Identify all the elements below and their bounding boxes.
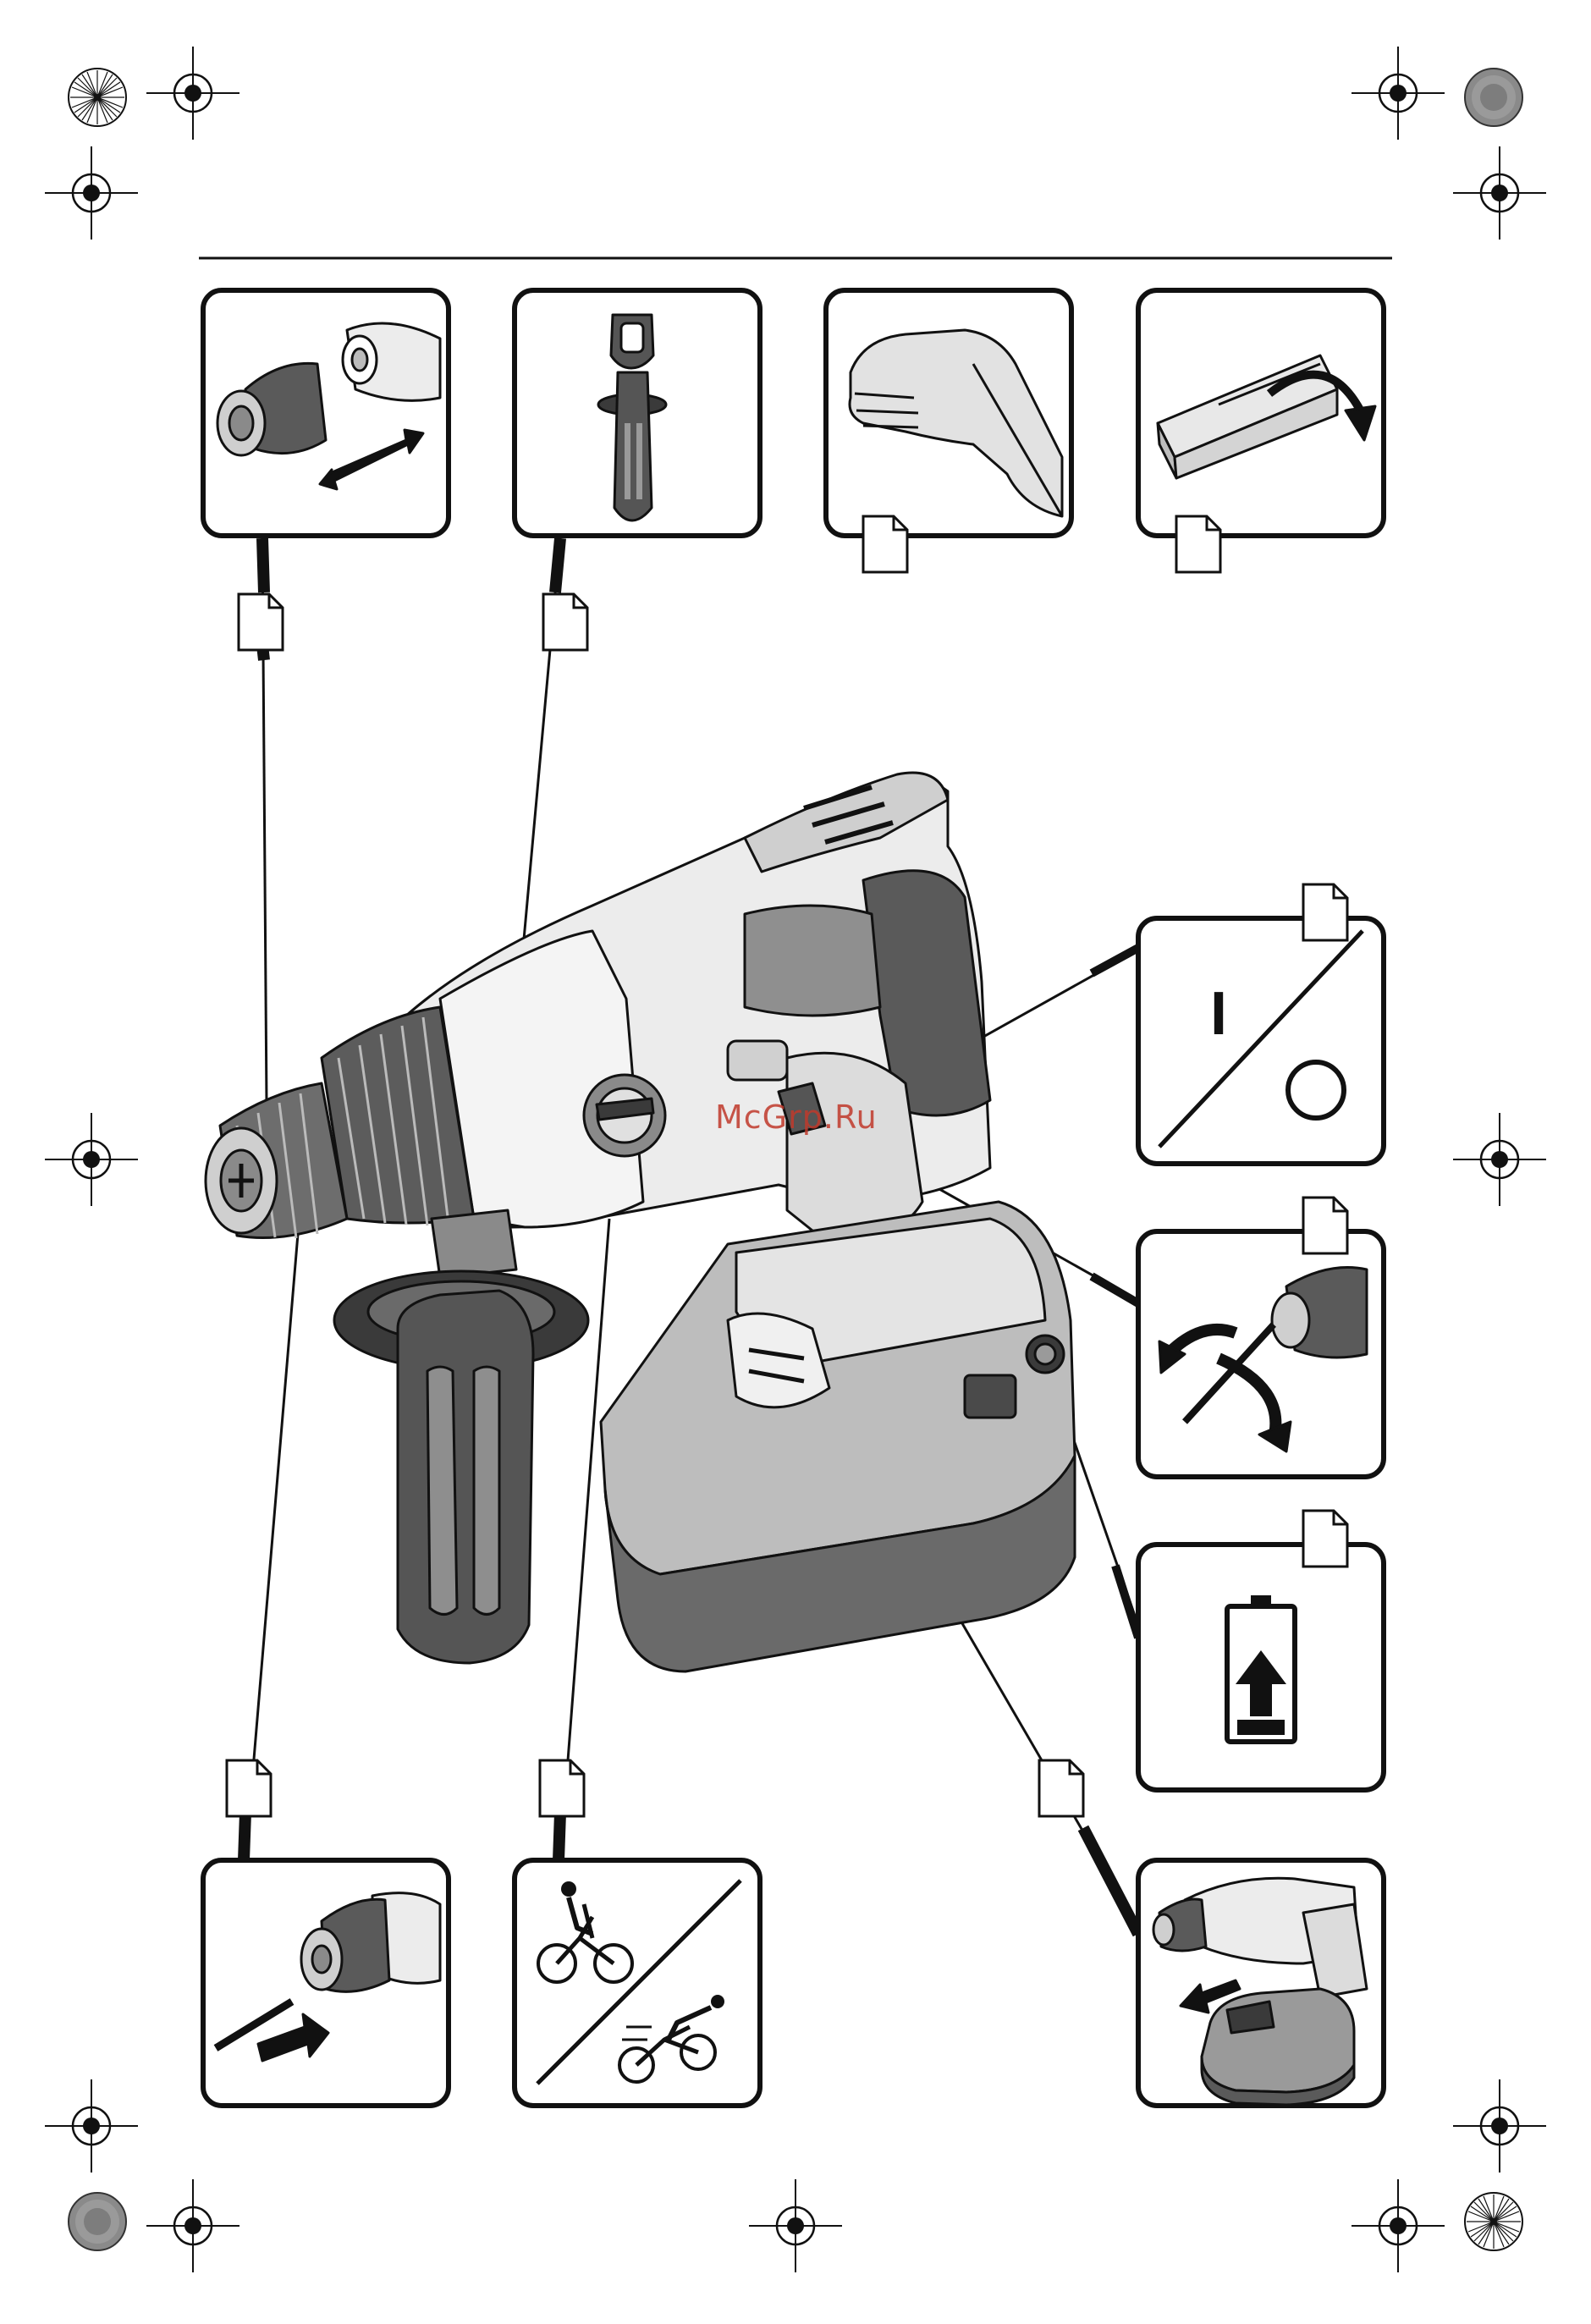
- panel-hand-protection: [826, 290, 1071, 572]
- panel-gear-selection: [515, 1860, 760, 2106]
- panel-on-off: I: [1138, 884, 1384, 1164]
- cordless-drill-illustration-icon: [206, 773, 1075, 1671]
- doc-reference-icon: [863, 516, 907, 572]
- panel-aux-handle: [515, 290, 760, 536]
- panel-battery-charge: [1138, 1511, 1384, 1790]
- panel-insert-bit: [203, 1860, 449, 2106]
- doc-reference-icon: [1176, 516, 1220, 572]
- doc-reference-icon: [1039, 1760, 1083, 1816]
- doc-reference-icon: [227, 1760, 271, 1816]
- doc-reference-icon: [1303, 1198, 1347, 1253]
- panel-battery-removal: [1138, 1860, 1384, 2106]
- doc-reference-icon: [540, 1760, 584, 1816]
- panel-packaging: [1138, 290, 1384, 572]
- doc-reference-icon: [543, 594, 587, 650]
- doc-reference-icon: [1303, 884, 1347, 940]
- doc-reference-icon: [239, 594, 283, 650]
- panel-rotation-direction: [1138, 1198, 1384, 1477]
- panel-chuck-change: [203, 290, 449, 536]
- watermark-text: McGrp.Ru: [715, 1099, 878, 1136]
- battery-charge-icon: [1227, 1595, 1295, 1742]
- on-symbol: I: [1210, 980, 1227, 1048]
- doc-reference-icon: [1303, 1511, 1347, 1567]
